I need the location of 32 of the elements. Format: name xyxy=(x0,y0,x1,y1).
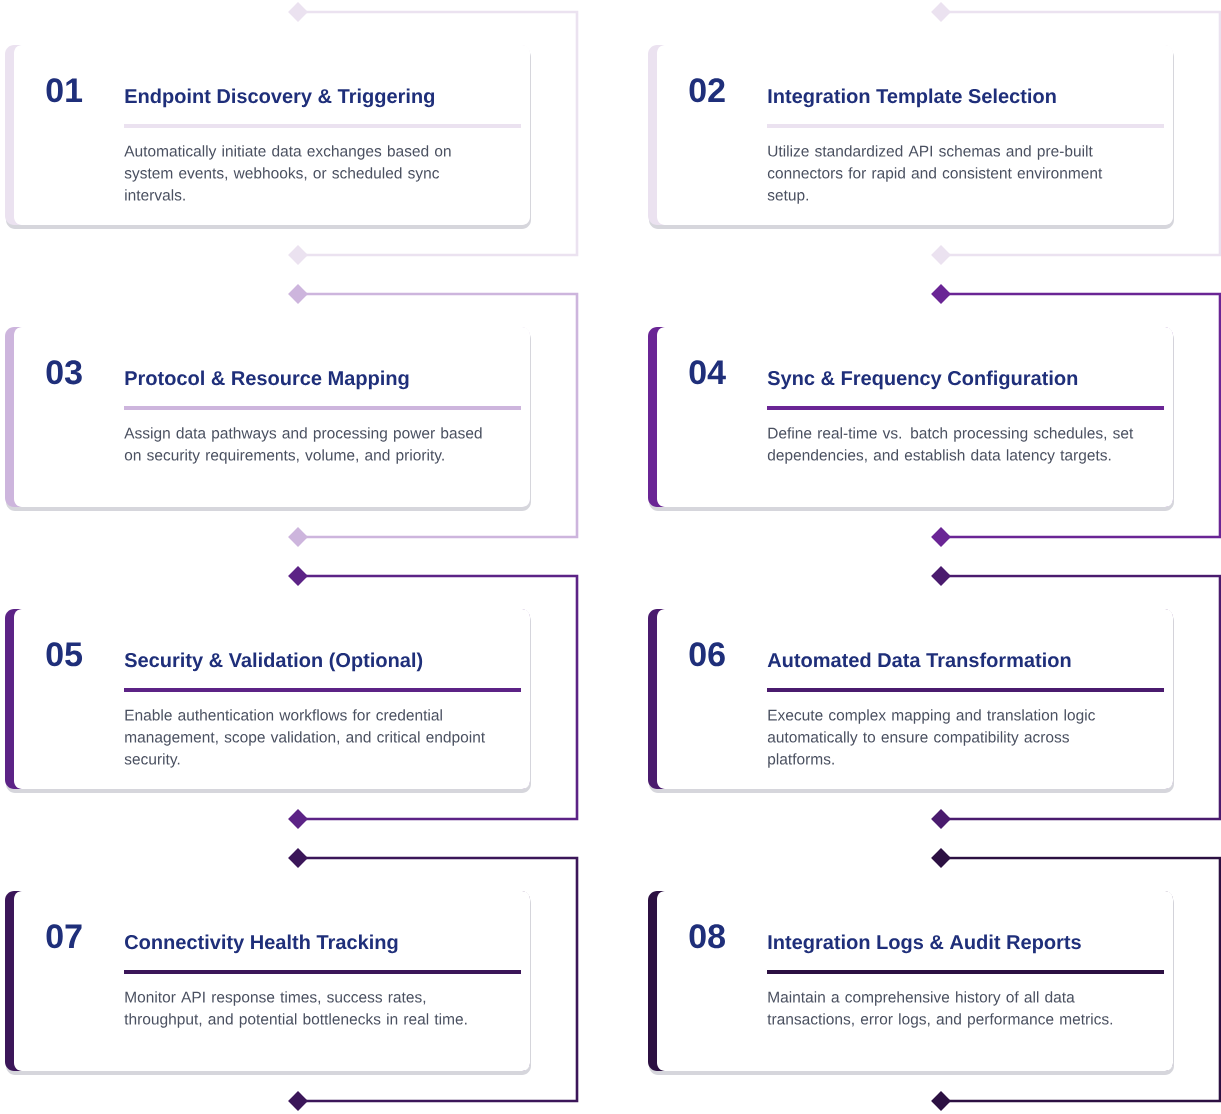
step-title: Integration Template Selection xyxy=(768,88,1056,108)
step-number: 03 xyxy=(46,360,82,385)
step-number: 04 xyxy=(689,360,726,385)
step-number: 08 xyxy=(689,924,725,949)
step-description: Automatically initiate data exchanges based on system events, webhooks, or scheduled sync intervals. xyxy=(124,145,451,201)
step-description: Execute complex mapping and translation logic automatically to ensure compatibility across platforms. xyxy=(767,709,1095,768)
step-title: Integration Logs & Audit Reports xyxy=(768,934,1081,954)
step-description: Monitor API response times, success rates, throughput, and potential bottlenecks in real time. xyxy=(124,991,467,1028)
step-card xyxy=(5,327,531,511)
step-card xyxy=(648,891,1174,1075)
step-description: Assign data pathways and processing power based on security requirements, volume, and priority. xyxy=(124,427,482,464)
step-card xyxy=(5,891,531,1075)
step-description: Define real-time vs. batch processing schedules, set dependencies, and establish data latency targets. xyxy=(767,427,1134,464)
step-number: 02 xyxy=(689,78,725,103)
step-description: Maintain a comprehensive history of all data transactions, error logs, and performance metrics. xyxy=(767,991,1113,1028)
step-title: Protocol & Resource Mapping xyxy=(125,370,409,390)
step-card xyxy=(5,45,531,229)
step-description: Utilize standardized API schemas and pre-built connectors for rapid and consistent environment setup. xyxy=(767,145,1103,204)
step-number: 06 xyxy=(689,642,725,667)
step-card xyxy=(648,327,1174,511)
step-card xyxy=(648,609,1174,793)
step-title: Security & Validation (Optional) xyxy=(124,652,423,672)
step-number: 01 xyxy=(46,78,83,103)
step-title: Connectivity Health Tracking xyxy=(125,934,398,954)
step-number: 05 xyxy=(46,642,83,667)
step-number: 07 xyxy=(46,924,82,949)
step-card xyxy=(5,609,531,793)
step-title: Sync & Frequency Configuration xyxy=(767,370,1078,390)
step-card xyxy=(648,45,1174,229)
step-description: Enable authentication workflows for credential management, scope validation, and critical endpoint security. xyxy=(124,709,486,768)
step-title: Automated Data Transformation xyxy=(767,652,1071,668)
step-title: Endpoint Discovery & Triggering xyxy=(125,88,435,108)
